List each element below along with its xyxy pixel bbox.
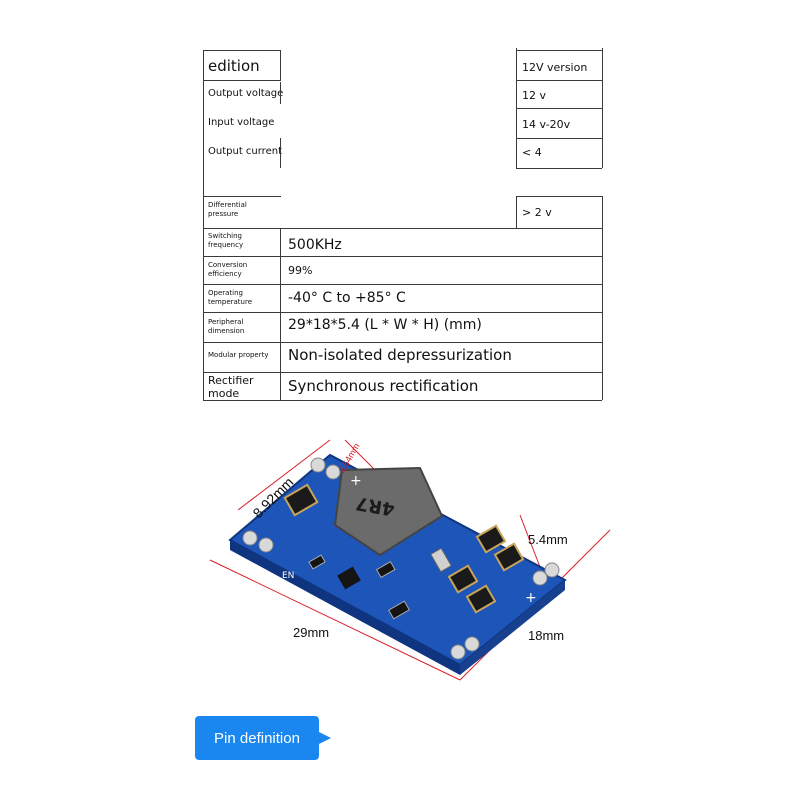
components [283,483,525,620]
spec-value-differential-pressure: > 2 v [522,206,552,219]
spec-value-operating-temperature: -40° C to +85° C [288,290,406,306]
product-photo: 4R7 + + EN 8.92mm 2.54mm 5.4mm 29mm 18mm [209,439,611,681]
spec-value-rectifier-mode: Synchronous rectification [288,377,479,395]
plus-symbol: + [350,473,362,489]
spec-value-conversion-efficiency: 99% [288,264,313,277]
spec-value-input-voltage: 14 v-20v [522,118,571,131]
plus-symbol-2: + [525,590,537,606]
spec-label-differential-pressure: Differential pressure [208,201,247,218]
spec-label-input-voltage: Input voltage [208,117,275,128]
mounting-holes [242,457,560,660]
spec-label-conversion-efficiency: Conversion efficiency [208,261,248,278]
spec-value-output-current: < 4 [522,146,542,159]
pcb-board [228,453,567,675]
length-dimension-label: 29mm [293,625,329,640]
spec-label-edition: edition [208,57,260,75]
spec-label-switching-frequency: Switching frequency [208,232,244,249]
en-pin-label: EN [282,571,294,581]
spec-table: edition Output voltage Input voltage Out… [203,48,603,401]
spec-label-rectifier-mode: Rectifier mode [208,374,254,400]
spec-value-switching-frequency: 500KHz [288,237,342,253]
spec-value-edition: 12V version [522,61,588,74]
spec-label-output-current: Output current [208,146,282,157]
spec-value-output-voltage: 12 v [522,89,547,102]
depth-dimension-label: 18mm [528,628,564,643]
height-dimension-label: 5.4mm [528,532,568,547]
spec-value-modular-property: Non-isolated depressurization [288,346,512,364]
spec-label-peripheral-dimension: Peripheral dimension [208,318,245,335]
spec-label-operating-temperature: Operating temperature [208,289,252,306]
inductor: 4R7 [333,466,444,557]
spec-value-peripheral-dimension: 29*18*5.4 (L * W * H) (mm) [288,317,482,333]
spec-label-output-voltage: Output voltage [208,88,284,99]
pin-definition-button[interactable]: Pin definition [195,716,331,760]
spec-label-modular-property: Modular property [208,351,269,359]
